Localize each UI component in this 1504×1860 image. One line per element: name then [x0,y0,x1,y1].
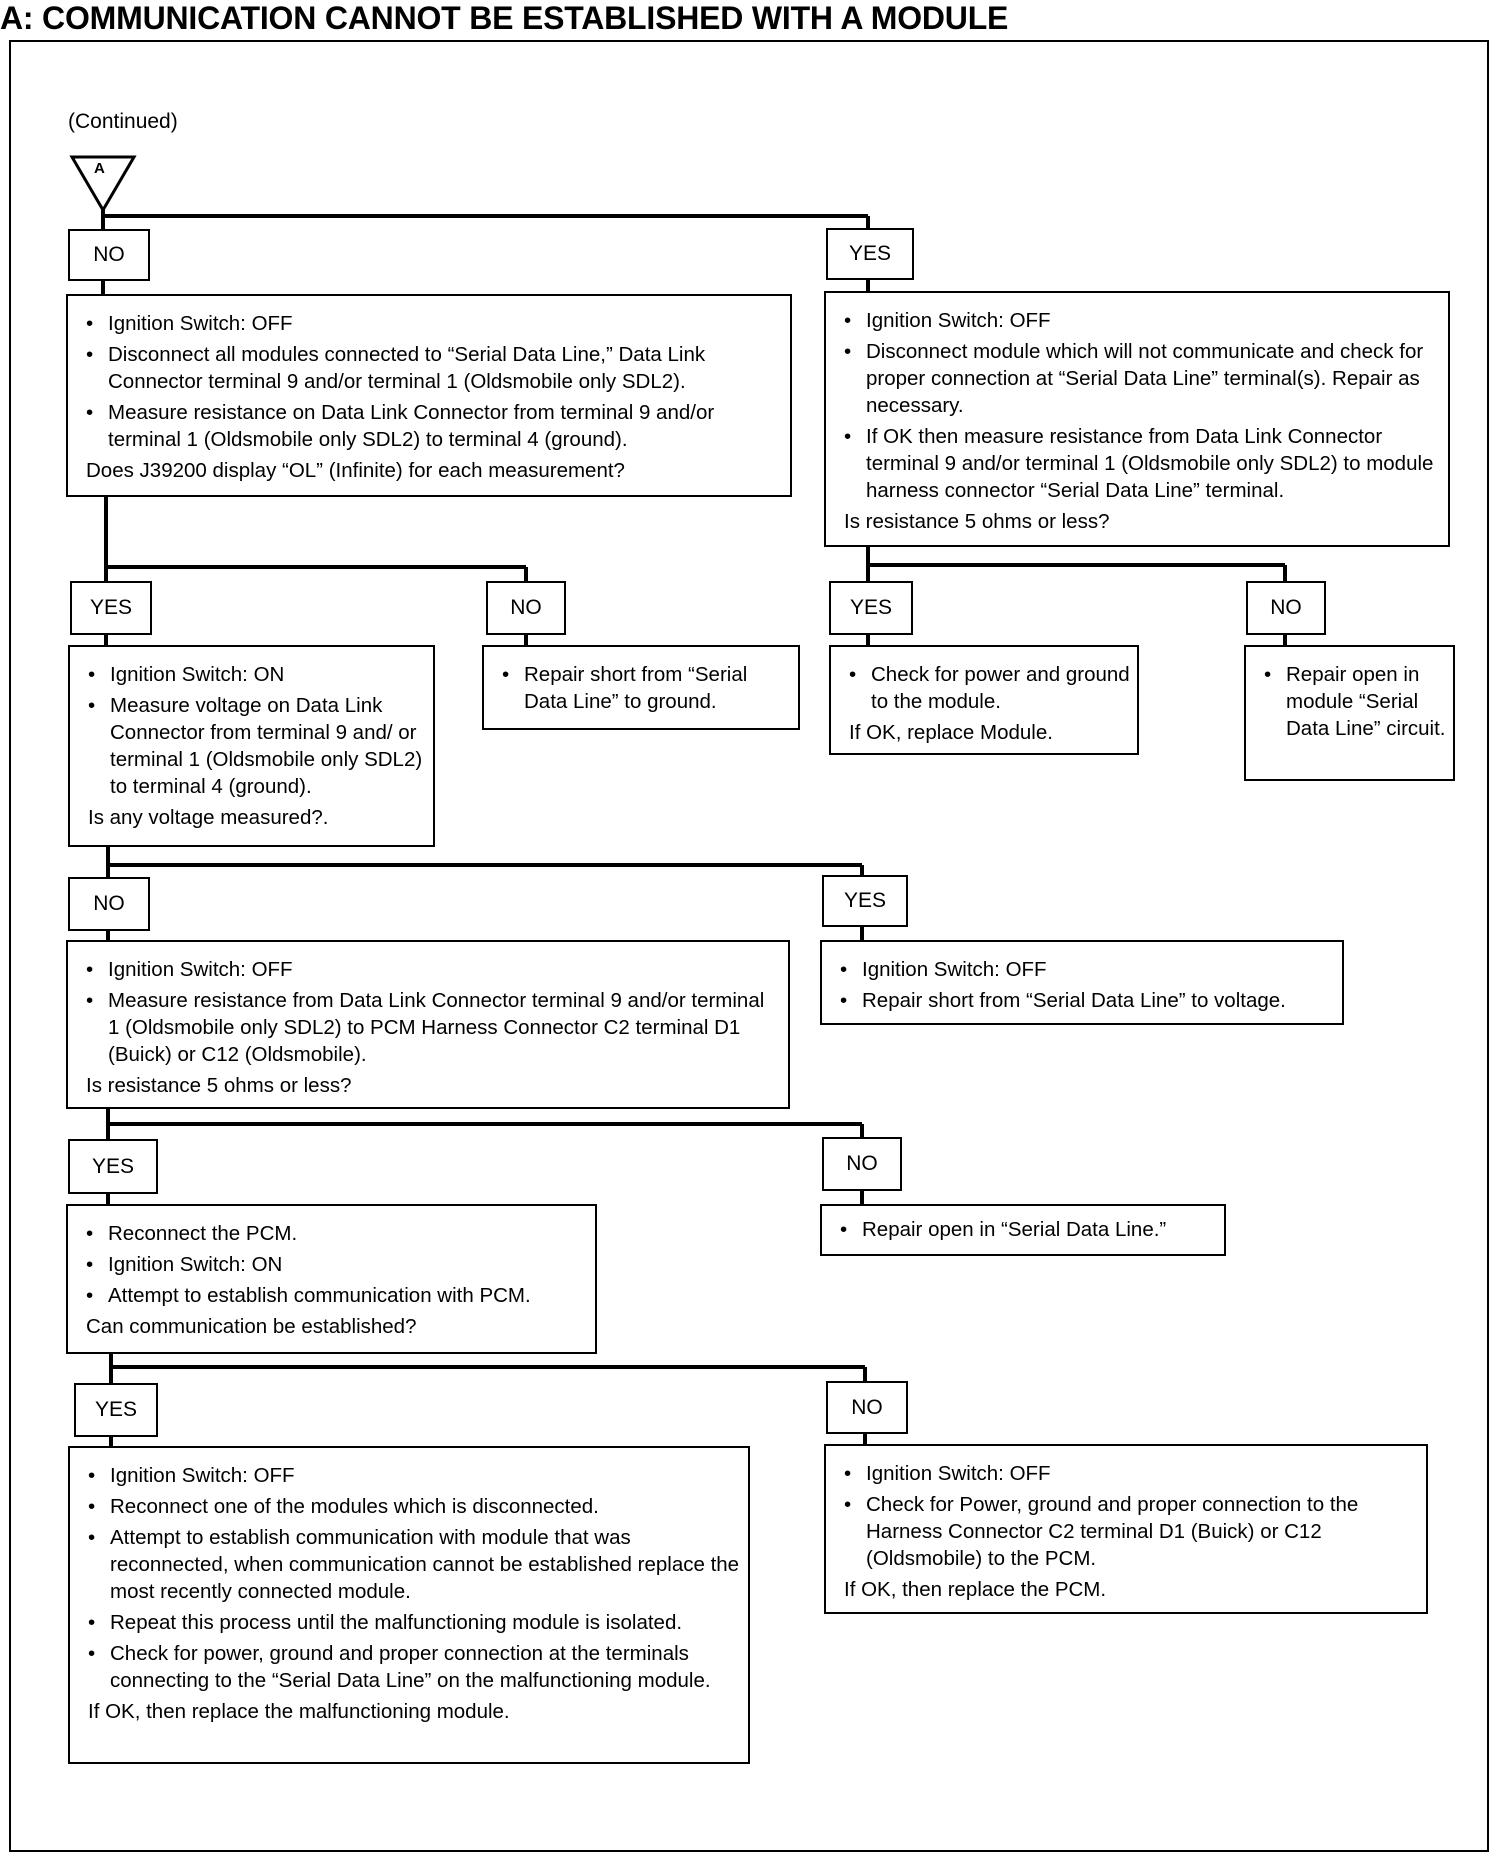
step-item: Ignition Switch: OFF [844,307,1440,334]
branch-label-yes: YES [70,581,152,635]
step-item: Repair short from “Serial Data Line” to … [840,987,1334,1014]
step-item: Ignition Switch: ON [86,1251,587,1278]
branch-label-yes: YES [68,1139,158,1194]
step-box-check-module-connection: Ignition Switch: OFF Disconnect module w… [824,291,1450,547]
step-box-reconnect-pcm: Reconnect the PCM. Ignition Switch: ON A… [66,1204,597,1354]
step-item: Measure resistance on Data Link Connecto… [86,399,782,453]
step-item: Reconnect one of the modules which is di… [88,1493,740,1520]
step-item: Ignition Switch: ON [88,661,429,688]
step-item: Check for power and ground to the module… [849,661,1133,715]
step-item: Measure voltage on Data Link Connector f… [88,692,429,800]
step-box-isolate-module: Ignition Switch: OFF Reconnect one of th… [68,1446,750,1764]
branch-label-yes: YES [826,228,914,280]
step-question: Is resistance 5 ohms or less? [844,510,1110,533]
continued-note: (Continued) [68,110,178,133]
step-item: Attempt to establish communication with … [86,1282,587,1309]
offpage-connector-triangle [69,155,137,213]
step-item: Measure resistance from Data Link Connec… [86,987,780,1068]
step-question: Does J39200 display “OL” (Infinite) for … [86,459,625,482]
step-item: Ignition Switch: OFF [86,310,782,337]
step-item: Disconnect module which will not communi… [844,338,1440,419]
step-question: Is resistance 5 ohms or less? [86,1074,352,1097]
step-item: Reconnect the PCM. [86,1220,587,1247]
step-question: If OK, then replace the malfunctioning m… [88,1700,510,1723]
step-question: Is any voltage measured?. [88,806,329,829]
step-box-repair-short-voltage: Ignition Switch: OFF Repair short from “… [820,940,1344,1025]
step-item: Check for power, ground and proper conne… [88,1640,740,1694]
step-item: Ignition Switch: OFF [840,956,1334,983]
step-box-measure-pcm-resistance: Ignition Switch: OFF Measure resistance … [66,940,790,1109]
step-box-check-open-circuit: Ignition Switch: OFF Disconnect all modu… [66,294,792,497]
step-item: Repair open in module “Serial Data Line”… [1264,661,1449,742]
step-box-check-pcm-power: Ignition Switch: OFF Check for Power, gr… [824,1444,1428,1614]
branch-label-no: NO [822,1137,902,1191]
step-box-measure-voltage: Ignition Switch: ON Measure voltage on D… [68,645,435,847]
branch-label-no: NO [486,581,566,635]
offpage-connector-label: A [94,160,105,177]
step-item: Repeat this process until the malfunctio… [88,1609,740,1636]
step-item: Check for Power, ground and proper conne… [844,1491,1418,1572]
step-box-check-module-power: Check for power and ground to the module… [829,645,1139,755]
step-item: If OK then measure resistance from Data … [844,423,1440,504]
step-item: Ignition Switch: OFF [844,1460,1418,1487]
page-title: A: COMMUNICATION CANNOT BE ESTABLISHED W… [0,0,1009,36]
step-item: Ignition Switch: OFF [88,1462,740,1489]
branch-label-yes: YES [822,875,908,927]
step-question: Can communication be established? [86,1315,417,1338]
branch-label-yes: YES [74,1383,158,1437]
branch-label-no: NO [68,877,150,931]
branch-label-yes: YES [829,581,913,635]
step-question: If OK, then replace the PCM. [844,1578,1107,1601]
step-box-repair-open-sdl: Repair open in “Serial Data Line.” [820,1204,1226,1256]
step-question: If OK, replace Module. [849,721,1053,744]
step-item: Attempt to establish communication with … [88,1524,740,1605]
diagram-frame [9,40,1489,1852]
step-item: Repair short from “Serial Data Line” to … [502,661,794,715]
step-box-repair-open-module: Repair open in module “Serial Data Line”… [1244,645,1455,781]
step-box-repair-short-ground: Repair short from “Serial Data Line” to … [482,645,800,730]
step-item: Ignition Switch: OFF [86,956,780,983]
branch-label-no: NO [68,229,150,281]
step-item: Disconnect all modules connected to “Ser… [86,341,782,395]
branch-label-no: NO [826,1381,908,1434]
step-item: Repair open in “Serial Data Line.” [840,1216,1216,1243]
branch-label-no: NO [1246,581,1326,635]
